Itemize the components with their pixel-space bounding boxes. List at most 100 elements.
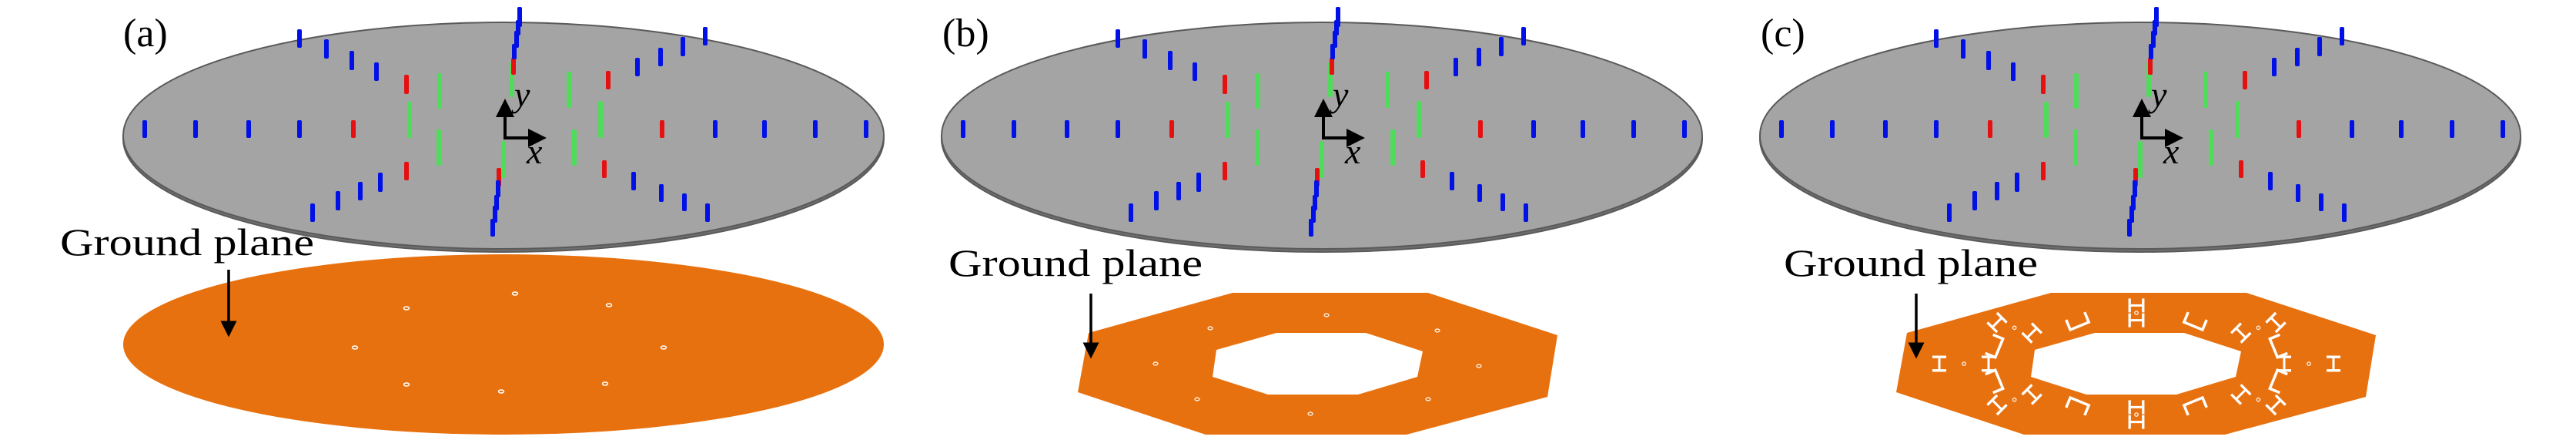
red-pillar	[660, 120, 664, 138]
blue-pillar	[1934, 29, 1939, 48]
panel-a: (a) Ground plane y x	[60, 7, 885, 435]
red-pillar	[1330, 58, 1334, 75]
green-pillar	[1390, 129, 1395, 166]
blue-pillar	[1500, 193, 1505, 211]
blue-pillar	[1330, 44, 1335, 59]
red-pillar	[1223, 75, 1227, 94]
blue-pillar	[1521, 27, 1526, 45]
red-pillar	[1169, 120, 1174, 138]
blue-pillar	[1142, 39, 1147, 59]
blue-pillar	[864, 120, 868, 138]
panel-c: (c) Ground plane y x	[1759, 7, 2521, 435]
green-pillar	[437, 73, 442, 109]
i-shaped-slot	[1986, 311, 2008, 334]
blue-pillar	[1116, 120, 1120, 138]
red-pillar	[351, 120, 356, 138]
via-hole	[403, 382, 410, 387]
blue-pillar	[1176, 182, 1181, 200]
axis-y-label: y	[511, 75, 530, 114]
blue-pillar	[324, 39, 329, 59]
blue-pillar	[813, 120, 818, 138]
blue-pillar	[1779, 120, 1784, 138]
via-hole	[1194, 397, 1200, 401]
via-hole	[605, 303, 613, 307]
i-shaped-slot	[2265, 311, 2287, 334]
via-hole	[351, 345, 359, 350]
via-hole	[2134, 412, 2139, 417]
u-shaped-slot	[1985, 333, 2005, 360]
blue-pillar	[658, 48, 663, 66]
ground-plane-label: Ground plane	[60, 220, 314, 264]
red-pillar	[1424, 71, 1429, 89]
green-pillar	[2073, 129, 2078, 166]
i-shaped-slot	[2327, 355, 2340, 372]
green-pillar	[598, 101, 603, 138]
blue-pillar	[2342, 203, 2347, 222]
blue-pillar	[1129, 203, 1133, 222]
via-hole	[1434, 328, 1440, 333]
blue-pillar	[1972, 191, 1977, 210]
blue-pillar	[681, 37, 685, 56]
ground-plane-disk	[123, 254, 884, 435]
red-pillar	[1478, 120, 1483, 138]
ground-plane-label: Ground plane	[1784, 241, 2038, 284]
blue-pillar	[2127, 219, 2132, 237]
blue-pillar	[2340, 27, 2344, 45]
i-shaped-slot	[2128, 298, 2145, 313]
blue-pillar	[1581, 120, 1585, 138]
blue-pillar	[2399, 120, 2404, 138]
blue-pillar	[142, 120, 147, 138]
ground-plane-label: Ground plane	[948, 241, 1203, 284]
green-pillar	[2044, 102, 2049, 138]
blue-pillar	[1830, 120, 1835, 138]
red-pillar	[1988, 120, 1992, 138]
i-shaped-slot	[2128, 415, 2145, 429]
via-hole	[1207, 326, 1213, 331]
blue-pillar	[1012, 120, 1016, 138]
green-pillar	[2138, 141, 2143, 178]
green-pillar	[407, 102, 412, 138]
green-pillar	[1256, 73, 1260, 109]
blue-pillar	[1934, 120, 1939, 138]
axis-y-label: y	[1330, 75, 1349, 114]
blue-pillar	[2350, 120, 2354, 138]
blue-pillar	[1524, 203, 1528, 222]
blue-pillar	[2151, 31, 2156, 48]
red-pillar	[404, 162, 409, 180]
blue-pillar	[635, 58, 640, 76]
via-hole	[511, 291, 519, 296]
blue-pillar	[2129, 206, 2134, 223]
blue-pillar	[713, 120, 718, 138]
i-shaped-slot	[2230, 322, 2252, 344]
blue-pillar	[1065, 120, 1069, 138]
green-pillar	[437, 129, 441, 166]
i-shaped-slot	[2230, 384, 2252, 405]
green-pillar	[567, 72, 571, 108]
u-shaped-slot	[2268, 368, 2288, 395]
green-pillar	[1320, 141, 1324, 178]
blue-pillar	[512, 44, 517, 59]
blue-pillar	[2015, 173, 2019, 192]
blue-pillar	[297, 29, 302, 48]
blue-pillar	[1168, 51, 1173, 70]
i-shaped-slot	[2128, 400, 2145, 415]
red-pillar	[602, 160, 607, 178]
blue-pillar	[1450, 172, 1454, 190]
green-pillar	[1226, 102, 1230, 138]
via-hole	[2256, 397, 2261, 402]
red-pillar	[2297, 120, 2301, 138]
blue-pillar	[374, 62, 379, 81]
u-shaped-slot	[2065, 311, 2091, 332]
via-hole	[1323, 313, 1330, 317]
green-pillar	[2235, 101, 2240, 138]
red-pillar	[2148, 58, 2153, 75]
i-shaped-slot	[1932, 355, 1946, 372]
u-shaped-slot	[2182, 311, 2208, 332]
panel-label: (a)	[123, 12, 168, 55]
via-hole	[1476, 364, 1482, 368]
blue-pillar	[493, 206, 497, 223]
panel-label: (c)	[1761, 12, 1805, 55]
blue-pillar	[631, 172, 636, 190]
blue-pillar	[1883, 120, 1888, 138]
via-hole	[2012, 325, 2017, 331]
